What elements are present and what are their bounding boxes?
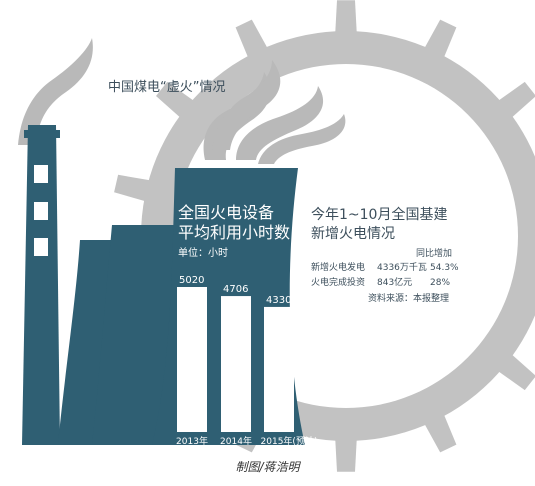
gear-tooth: [334, 0, 358, 42]
bar: [264, 306, 294, 432]
page-title: 中国煤电“虚火”情况: [108, 80, 226, 95]
bar-chart: 5020 2013年 4706 2014年 4330 2015年(预计): [176, 275, 317, 447]
info-box-title-line-1: 今年1~10月全国基建: [311, 207, 448, 223]
category-label: 2015年(预计): [261, 435, 318, 447]
info-box-title-line-2: 新增火电情况: [311, 226, 395, 242]
info-row-change: 28%: [430, 278, 451, 288]
smoke-plumes: [18, 38, 346, 164]
info-column-header: 同比增加: [416, 249, 453, 259]
info-row-value: 843亿元: [377, 278, 413, 288]
gear-tooth: [334, 430, 358, 472]
bar: [177, 287, 207, 432]
info-row-label: 新增火电发电: [311, 263, 366, 273]
info-row-value: 4336万千瓦: [377, 263, 427, 273]
credit-line: 制图/蒋浩明: [235, 460, 300, 474]
source-note: 资料来源：本报整理: [368, 294, 450, 304]
category-label: 2014年: [220, 435, 252, 447]
info-row-label: 火电完成投资: [311, 278, 366, 288]
chart-unit-label: 单位：小时: [178, 248, 228, 259]
chimney: [22, 125, 60, 445]
chart-title-line-1: 全国火电设备: [178, 203, 275, 222]
category-label: 2013年: [176, 435, 208, 447]
bar: [221, 296, 251, 432]
bar-value-label: 4330: [266, 295, 291, 306]
bar-value-label: 5020: [179, 275, 204, 286]
info-row-change: 54.3%: [430, 263, 459, 273]
bar-value-label: 4706: [223, 284, 248, 295]
chart-title-line-2: 平均利用小时数: [178, 223, 291, 242]
